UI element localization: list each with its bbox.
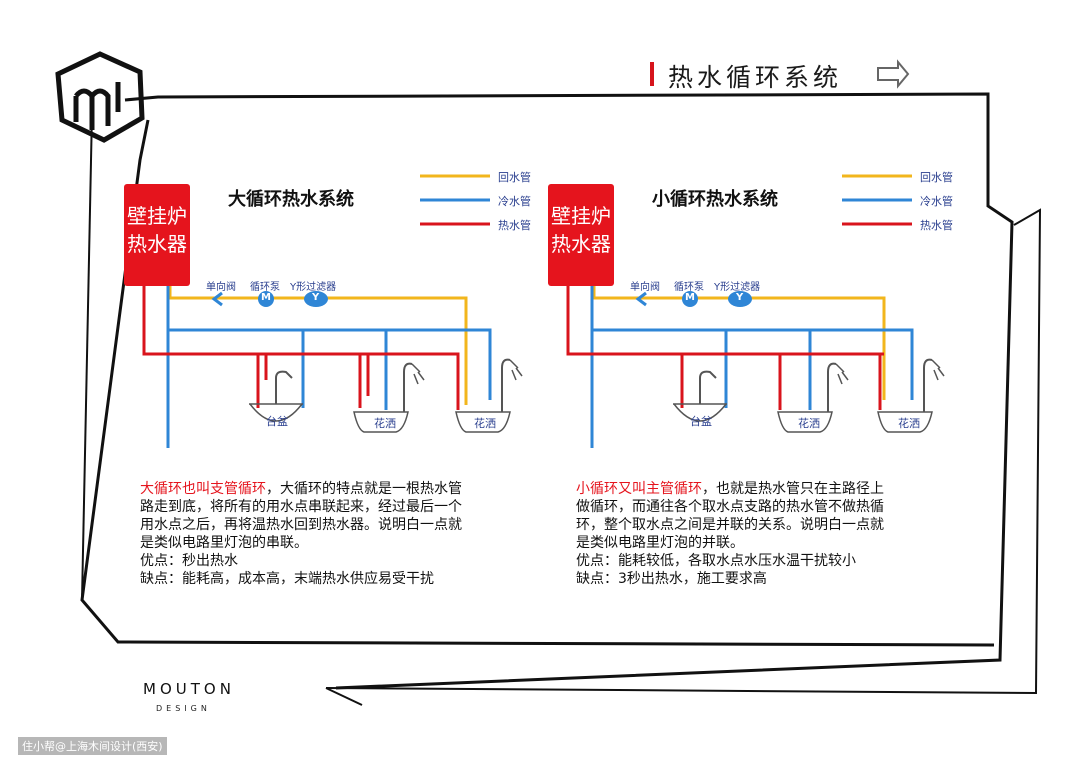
desc-text: 环，整个取水点之间是并联的关系。说明白一点就 xyxy=(576,517,884,533)
page-title: 热水循环系统 xyxy=(668,63,843,92)
pump-icon xyxy=(682,291,698,307)
basin-label: 台盆 xyxy=(690,415,712,428)
filter-symbol: Y xyxy=(736,292,744,303)
shower-label: 花洒 xyxy=(374,417,396,430)
frame-line xyxy=(81,111,93,601)
filter-symbol: Y xyxy=(312,292,320,303)
right-diagram-title: 小循环热水系统 xyxy=(652,189,778,210)
brand-subtitle: DESIGN xyxy=(156,704,211,713)
brand-name: MOUTON xyxy=(143,680,235,698)
legend-return-label: 回水管 xyxy=(498,171,531,184)
boiler-label: 壁挂炉 xyxy=(551,204,611,228)
title-accent-bar xyxy=(650,62,654,86)
arrow-right-icon xyxy=(877,59,910,89)
shower-label: 花洒 xyxy=(898,417,920,430)
frame-line xyxy=(325,687,363,706)
frame-line xyxy=(325,208,1042,695)
desc-text: 做循环，而通往各个取水点支路的热水管不做热循 xyxy=(576,499,884,515)
right-boiler: 壁挂炉 热水器 xyxy=(548,184,614,286)
check-valve-icon xyxy=(635,291,647,307)
basin-icon xyxy=(249,370,303,422)
boiler-label: 热水器 xyxy=(127,232,187,256)
left-diagram-title: 大循环热水系统 xyxy=(228,189,354,210)
pros-text: 优点：秒出热水 xyxy=(140,553,238,569)
cons-text: 缺点：3秒出热水，施工要求高 xyxy=(576,571,767,587)
bathtub-icon xyxy=(777,362,849,433)
filter-label: Y形过滤器 xyxy=(714,282,761,293)
bathtub-icon xyxy=(877,358,945,433)
left-description: 大循环也叫支管循环，大循环的特点就是一根热水管 路走到底，将所有的用水点串联起来… xyxy=(140,480,530,588)
filter-icon xyxy=(304,291,328,307)
shower-label: 花洒 xyxy=(798,417,820,430)
cons-text: 缺点：能耗高，成本高，末端热水供应易受干扰 xyxy=(140,571,434,587)
basin-icon xyxy=(673,370,727,422)
pump-icon xyxy=(258,291,274,307)
pump-symbol: M xyxy=(685,292,695,303)
bathtub-icon xyxy=(455,358,523,433)
pump-symbol: M xyxy=(261,292,271,303)
filter-label: Y形过滤器 xyxy=(290,282,337,293)
desc-text: 路走到底，将所有的用水点串联起来，经过最后一个 xyxy=(140,499,462,515)
check-valve-label: 单向阀 xyxy=(630,282,660,293)
desc-text: 用水点之后，再将温热水回到热水器。说明白一点就 xyxy=(140,517,462,533)
basin-label: 台盆 xyxy=(266,415,288,428)
legend-hot-label: 热水管 xyxy=(498,219,531,232)
watermark: 住小帮@上海木间设计(西安) xyxy=(18,737,167,755)
legend-cold-label: 冷水管 xyxy=(920,195,953,208)
mouton-logo-icon xyxy=(55,51,145,143)
filter-icon xyxy=(728,291,752,307)
boiler-label: 热水器 xyxy=(551,232,611,256)
frame-line xyxy=(124,92,1014,690)
desc-highlight: 小循环又叫主管循环 xyxy=(576,481,702,497)
shower-label: 花洒 xyxy=(474,417,496,430)
legend-hot-label: 热水管 xyxy=(920,219,953,232)
pros-text: 优点：能耗较低，各取水点水压水温干扰较小 xyxy=(576,553,856,569)
pump-label: 循环泵 xyxy=(674,282,704,293)
boiler-label: 壁挂炉 xyxy=(127,204,187,228)
desc-highlight: 大循环也叫支管循环 xyxy=(140,481,266,497)
check-valve-icon xyxy=(211,291,223,307)
desc-text: 是类似电路里灯泡的并联。 xyxy=(576,535,744,551)
legend-cold-label: 冷水管 xyxy=(498,195,531,208)
bathtub-icon xyxy=(353,362,425,433)
right-description: 小循环又叫主管循环，也就是热水管只在主路径上 做循环，而通往各个取水点支路的热水… xyxy=(576,480,966,588)
desc-text: ，也就是热水管只在主路径上 xyxy=(702,481,884,497)
pump-label: 循环泵 xyxy=(250,282,280,293)
left-boiler: 壁挂炉 热水器 xyxy=(124,184,190,286)
desc-text: ，大循环的特点就是一根热水管 xyxy=(266,481,462,497)
check-valve-label: 单向阀 xyxy=(206,282,236,293)
legend-return-label: 回水管 xyxy=(920,171,953,184)
desc-text: 是类似电路里灯泡的串联。 xyxy=(140,535,308,551)
